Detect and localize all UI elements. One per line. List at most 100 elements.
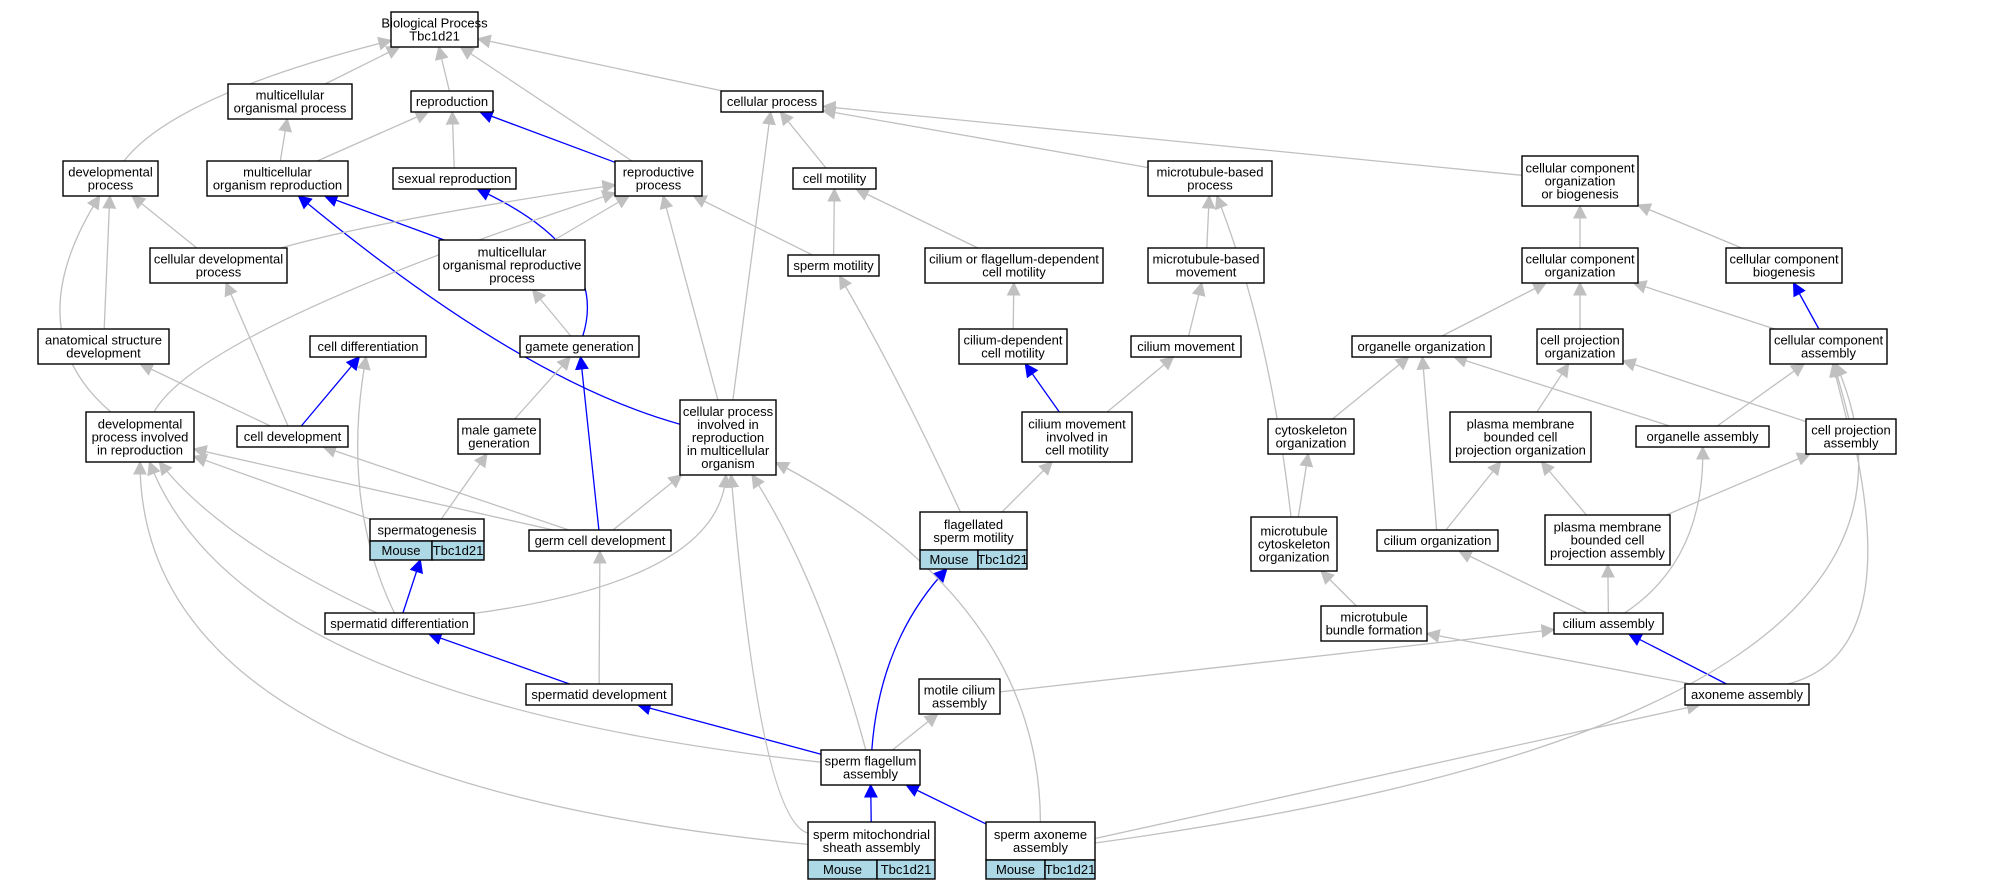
is-a-edge [1666,452,1812,516]
go-term-box [324,612,475,635]
is-a-edge [133,460,809,846]
go-term-node-cilium-movement[interactable]: cilium movement [1130,335,1242,358]
is-a-edge [1636,203,1743,249]
go-term-node-organelle-organization[interactable]: organelle organization [1351,335,1492,358]
is-a-edge [725,473,809,834]
go-term-box [919,511,1028,551]
go-term-node-cell-differentiation[interactable]: cell differentiation [309,335,427,358]
go-term-box [1725,247,1843,284]
go-term-label: cytoskeleton [1275,423,1347,438]
highlighted-is-a-edge [300,355,361,427]
go-term-label: cellular component [1525,252,1635,267]
is-a-edge [751,473,867,751]
is-a-edge [891,713,939,751]
is-a-edge [1540,460,1587,516]
go-term-box [1635,425,1770,448]
go-term-label: bounded cell [1484,430,1558,445]
highlighted-is-a-edge [427,631,570,685]
go-term-box [1376,529,1499,552]
is-a-edge [459,46,633,162]
is-a-edge [1624,445,1710,614]
go-term-label: assembly [1013,840,1068,855]
go-term-label: organization [1276,436,1347,451]
is-a-edge [445,110,460,169]
go-term-label: axoneme assembly [1691,687,1803,702]
go-term-node-cell-motility[interactable]: cell motility [792,167,877,190]
go-term-node-cell-development[interactable]: cell development [236,425,349,448]
go-term-node-axoneme-assembly[interactable]: axoneme assembly [1684,683,1810,706]
is-a-edge [147,460,822,763]
go-term-node-gamete-generation[interactable]: gamete generation [519,335,640,358]
go-term-label: spermatogenesis [378,523,477,538]
go-term-label: reproduction [692,430,764,445]
is-a-edge [324,46,401,85]
go-term-label: organism reproduction [213,178,342,193]
is-a-edge [1416,355,1438,531]
go-term-node-organelle-assembly[interactable]: organelle assembly [1635,425,1770,448]
go-term-box [1805,418,1897,455]
go-term-label: cell motility [1045,443,1109,458]
go-term-label: sperm motility [933,530,1014,545]
go-term-node-cilium-organization[interactable]: cilium organization [1376,529,1499,552]
go-term-label: organization [1545,174,1616,189]
go-term-node-spermatid-differentiation[interactable]: spermatid differentiation [324,612,475,635]
go-term-label: cellular process [727,94,818,109]
go-term-box [410,90,494,113]
go-term-label: cell projection [1811,423,1891,438]
is-a-edge [1621,358,1807,423]
go-term-node-reproduction[interactable]: reproduction [410,90,494,113]
go-term-label: process involved [92,430,189,445]
is-a-edge [821,100,1523,176]
go-term-node-spermatid-development[interactable]: spermatid development [525,683,673,706]
is-a-edge [1457,550,1588,614]
go-term-box [787,254,880,277]
go-term-box [1544,514,1671,566]
is-a-edge [476,34,723,92]
go-term-node-cellular-process[interactable]: cellular process [720,90,824,113]
go-term-label: process [636,178,682,193]
go-term-box [62,160,159,197]
highlighted-is-a-edge [636,701,822,755]
go-term-label: organelle organization [1358,339,1486,354]
go-term-node-sexual-reproduction[interactable]: sexual reproduction [392,167,517,190]
go-term-node-cilium-assembly[interactable]: cilium assembly [1553,612,1664,635]
go-term-node-sperm-motility[interactable]: sperm motility [787,254,880,277]
is-a-edge [1006,281,1021,330]
go-term-node-germ-cell-development[interactable]: germ cell development [528,529,672,552]
go-term-label: process [489,271,535,286]
